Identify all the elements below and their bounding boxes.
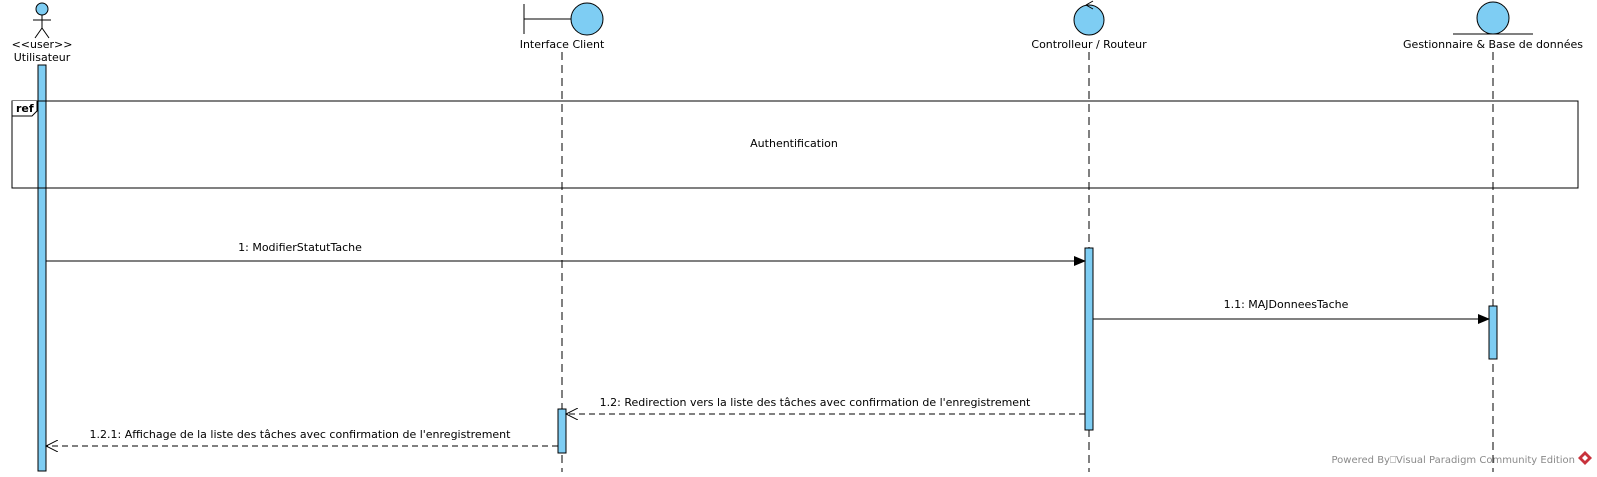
- message-1-2-1-label: 1.2.1: Affichage de la liste des tâches …: [90, 428, 512, 441]
- lifeline-lines: [561, 52, 1494, 472]
- actor-figure-icon: [33, 2, 51, 39]
- visual-paradigm-logo-icon: [1578, 451, 1592, 465]
- actor-stereotype-label: <<user>>: [12, 38, 73, 51]
- message-1-2-label: 1.2: Redirection vers la liste des tâche…: [600, 396, 1031, 409]
- activation-bar-interface-client[interactable]: [557, 408, 567, 454]
- lifeline-controlleur-label: Controlleur / Routeur: [1031, 38, 1147, 51]
- actor-utilisateur-label: Utilisateur: [14, 51, 71, 64]
- lifeline-gestionnaire-label: Gestionnaire & Base de données: [1403, 38, 1583, 51]
- message-1[interactable]: 1: ModifierStatutTache: [46, 241, 1086, 266]
- message-1-2-1[interactable]: 1.2.1: Affichage de la liste des tâches …: [46, 428, 558, 446]
- lifeline-head-controlleur[interactable]: Controlleur / Routeur: [1031, 0, 1147, 51]
- ref-fragment[interactable]: ref Authentification: [11, 100, 1579, 189]
- actor-utilisateur[interactable]: <<user>> Utilisateur: [12, 2, 73, 64]
- message-1-1[interactable]: 1.1: MAJDonneesTache: [1093, 298, 1490, 324]
- lifeline-head-gestionnaire[interactable]: Gestionnaire & Base de données: [1403, 1, 1583, 51]
- message-1-1-label: 1.1: MAJDonneesTache: [1224, 298, 1349, 311]
- activation-bar-gestionnaire[interactable]: [1488, 305, 1498, 360]
- message-1-label: 1: ModifierStatutTache: [238, 241, 362, 254]
- entity-icon: [1453, 1, 1533, 35]
- ref-fragment-frame: [11, 100, 1579, 189]
- lifeline-head-interface-client[interactable]: Interface Client: [520, 2, 605, 51]
- lifeline-interface-client-label: Interface Client: [520, 38, 605, 51]
- ref-fragment-operator: ref: [16, 102, 34, 115]
- watermark: Powered By⎕Visual Paradigm Community Edi…: [1332, 451, 1592, 466]
- ref-fragment-text: Authentification: [750, 137, 838, 150]
- watermark-text: Powered By⎕Visual Paradigm Community Edi…: [1332, 455, 1576, 466]
- message-1-2[interactable]: 1.2: Redirection vers la liste des tâche…: [566, 396, 1085, 414]
- activation-bar-utilisateur[interactable]: [37, 64, 47, 472]
- ref-fragment-tab: [11, 101, 38, 117]
- control-icon: [1073, 0, 1105, 36]
- boundary-icon: [523, 2, 604, 36]
- activation-bar-controlleur[interactable]: [1084, 247, 1094, 431]
